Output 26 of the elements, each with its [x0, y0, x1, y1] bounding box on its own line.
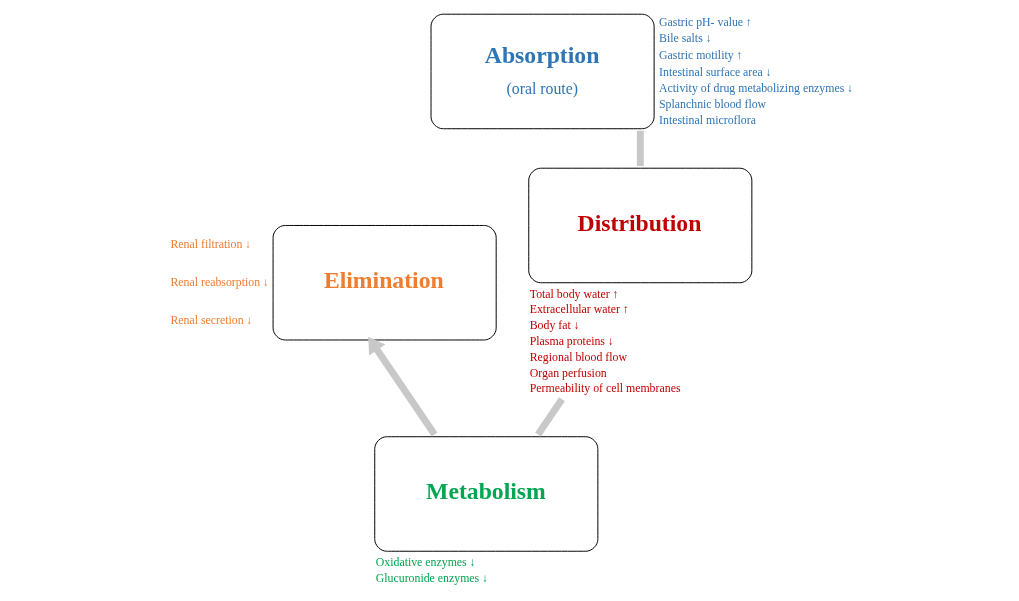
- connector: [636, 130, 644, 167]
- node-box: Elimination: [272, 224, 497, 341]
- node-label: Body fat ↓: [529, 318, 580, 333]
- node-label: Regional blood flow: [529, 349, 627, 364]
- arrow: [368, 336, 438, 437]
- node-label: Plasma proteins ↓: [529, 334, 614, 349]
- node-label: Glucuronide enzymes ↓: [375, 570, 489, 585]
- node-label: Gastric pH- value ↑: [659, 14, 753, 29]
- node-label: Renal reabsorption ↓: [170, 275, 269, 290]
- node-label: Activity of drug metabolizing enzymes ↓: [659, 81, 854, 96]
- node-label: Organ perfusion: [529, 365, 607, 380]
- node-label: Oxidative enzymes ↓: [375, 555, 476, 570]
- node-label: Bile salts ↓: [659, 31, 712, 46]
- node-box: Absorption (oral route): [430, 13, 655, 130]
- node-box: Metabolism: [374, 436, 599, 552]
- node-label: Permeability of cell membranes: [529, 381, 681, 396]
- connector: [535, 397, 565, 437]
- node-label: Intestinal microflora: [659, 112, 756, 127]
- node-label: Renal filtration ↓: [170, 236, 252, 251]
- node-label: Splanchnic blood flow: [659, 97, 767, 112]
- node-label: Extracellular water ↑: [529, 302, 629, 317]
- node-label: Renal secretion ↓: [170, 313, 253, 328]
- node-box: Distribution: [528, 167, 753, 284]
- node-label: Gastric motility ↑: [659, 48, 743, 63]
- node-label: Intestinal surface area ↓: [659, 65, 772, 80]
- node-label: Total body water ↑: [529, 286, 619, 301]
